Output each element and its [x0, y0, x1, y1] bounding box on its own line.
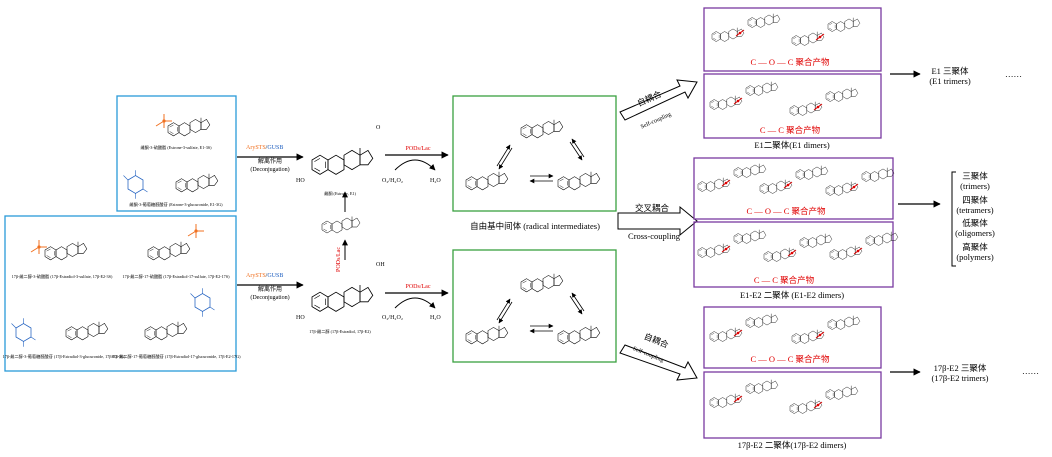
trimer-cn: 三聚体	[962, 171, 988, 181]
cross-coupling-arrow	[617, 205, 698, 237]
tetramer-cn: 四聚体	[962, 195, 988, 205]
e1-radical-box	[452, 95, 617, 212]
e1e2-co-product-label: C — O — C 聚合产物	[746, 206, 826, 216]
arysts-label: ArySTS	[246, 145, 266, 151]
enzyme-label-e1: ArySTS/GUSB	[246, 145, 283, 151]
estradiol-structure	[311, 284, 374, 312]
arysts-label-2: ArySTS	[246, 273, 266, 279]
water-label-e2: H₂O	[430, 315, 441, 321]
e2-17g-label: 17β-雌二醇-17-葡萄糖醛酸苷 (17β-Estradiol-17-gluc…	[111, 354, 241, 359]
e1-sulfate-label: 雌酮-3-硫酸酯 (Estrone-3-sulfate, E1-3S)	[140, 145, 212, 150]
e2-3g-structure	[11, 317, 108, 348]
polymer-bracket	[951, 171, 956, 267]
estrone-structure	[311, 147, 374, 175]
intermediate-structure	[321, 216, 361, 234]
gusb-label-2: GUSB	[267, 273, 284, 279]
e2-cc-dimers	[710, 380, 858, 414]
e1-cc-product-label: C — C 聚合产物	[759, 125, 821, 135]
cross-coupling-cn: 交叉耦合	[634, 203, 670, 213]
e2-co-dimers	[710, 314, 860, 344]
e1-trimer-cn: E1 三聚体	[931, 66, 969, 76]
pods-label-e1: PODs/Lac	[405, 146, 431, 152]
enzyme-label-e2: ArySTS/GUSB	[246, 273, 283, 279]
oligomer-en: (oligomers)	[955, 228, 995, 238]
estrone-label: 雌酮 (Estrone, E1)	[324, 191, 356, 196]
trimer-en: (trimers)	[960, 181, 990, 191]
radical-intermediates-label: 自由基中间体 (radical intermediates)	[470, 221, 600, 231]
e1-glucuronide-label: 雌酮-3-葡萄糖醛酸苷 (Estrone-3-glucuronide, E1-3…	[129, 202, 223, 207]
polymer-en: (polymers)	[956, 252, 994, 262]
e2-radical-box	[452, 249, 617, 363]
e2-radical-structures	[466, 274, 600, 344]
e2-17s-structure	[148, 223, 205, 260]
e1-co-product-label: C — O — C 聚合产物	[750, 57, 830, 67]
e1-sulfate-structure	[155, 113, 210, 136]
oxidant-label-e2: O₂/H₂O₂	[382, 315, 403, 321]
e2-3s-label: 17β-雌二醇-3-硫酸酯 (17β-Estradiol-3-sulfate, …	[11, 274, 113, 279]
e2-dimers-label: 17β-E2 二聚体(17β-E2 dimers)	[737, 440, 847, 450]
e1e2-dimers-label: E1-E2 二聚体 (E1-E2 dimers)	[739, 290, 845, 300]
e2-17g-structure	[145, 287, 215, 340]
e2-17s-label: 17β-雌二醇-17-硫酸酯 (17β-Estradiol-17-sulfate…	[122, 274, 230, 279]
deconj-cn-e2: 解离作用	[257, 287, 283, 293]
o-label-e1: O	[376, 125, 381, 131]
oligomer-cn: 低聚体	[962, 218, 988, 228]
slash-label: /	[265, 145, 268, 151]
self-coupling-arrow-e2	[619, 344, 698, 381]
ho-label-e2: HO	[296, 315, 305, 321]
slash-label-2: /	[265, 273, 268, 279]
pods-label-e2: PODs/Lac	[405, 284, 431, 290]
e2-conjugates-box	[4, 215, 237, 372]
e1-radical-structures	[466, 120, 600, 190]
e2-3s-structure	[30, 239, 87, 260]
e1e2-cc-dimer-box	[693, 221, 894, 288]
gusb-label: GUSB	[267, 145, 284, 151]
e1-trimer-en: (E1 trimers)	[929, 76, 971, 86]
e2-trimer-cn: 17β-E2 三聚体	[933, 363, 987, 373]
water-label-e1: H₂O	[430, 178, 441, 184]
oxidant-label-e1: O₂/H₂O₂	[382, 178, 403, 184]
e1e2-co-dimers	[698, 164, 894, 196]
ho-label-e1: HO	[296, 178, 305, 184]
e2-cc-dimer-box	[703, 371, 882, 439]
e1e2-cc-dimers	[698, 230, 898, 262]
polymer-cn: 高聚体	[962, 242, 988, 252]
e2-trimer-en: (17β-E2 trimers)	[931, 373, 989, 383]
oxidant-curve-e2	[394, 297, 436, 309]
oh-label-e2: OH	[376, 262, 385, 268]
e1-cc-dimer-box	[703, 73, 882, 139]
e1-ellipsis: ……	[1005, 69, 1022, 79]
deconj-cn-e1: 解离作用	[257, 159, 283, 165]
e1e2-cc-product-label: C — C 聚合产物	[753, 275, 815, 285]
deconj-en-e2: (Deconjugation)	[250, 295, 290, 301]
pods-vertical-label: PODs/Lac	[336, 247, 342, 272]
e2-3g-label: 17β-雌二醇-3-葡萄糖醛酸苷 (17β-Estradiol-3-glucur…	[2, 354, 126, 359]
e2-ellipsis: ……	[1022, 366, 1039, 376]
cross-coupling-en: Cross-coupling	[628, 231, 680, 241]
e1e2-co-dimer-box	[693, 157, 894, 220]
e1-conjugates-box	[116, 95, 237, 212]
tetramer-en: (tetramers)	[956, 205, 994, 215]
e2-co-dimer-box	[703, 306, 882, 369]
estradiol-label: 17β-雌二醇 (17β-Estradiol, 17β-E2)	[309, 329, 371, 334]
e1-co-dimers	[712, 14, 860, 46]
self-coupling-arrow-e1	[619, 79, 698, 121]
deconj-en-e1: (Deconjugation)	[250, 167, 290, 173]
e2-co-product-label: C — O — C 聚合产物	[750, 354, 830, 364]
e1-glucuronide-structure	[123, 169, 218, 200]
e1-co-dimer-box	[703, 7, 882, 72]
oxidant-curve-e1	[394, 159, 436, 171]
e1-dimers-label: E1二聚体(E1 dimers)	[754, 140, 830, 150]
e1-cc-dimers	[710, 82, 858, 116]
